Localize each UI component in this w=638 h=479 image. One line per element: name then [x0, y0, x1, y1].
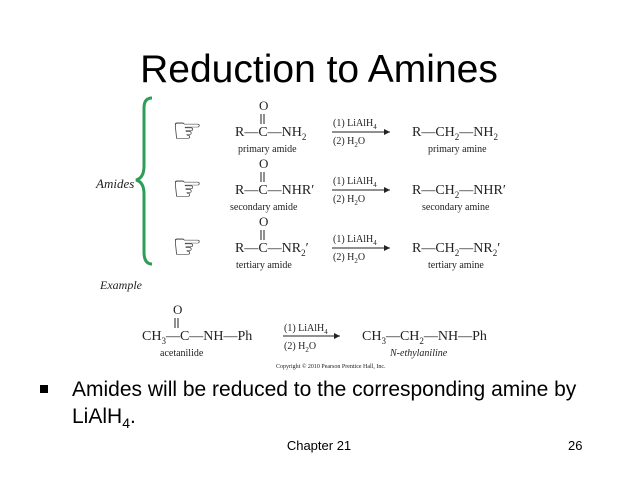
bullet-text: Amides will be reduced to the correspond… [72, 378, 577, 432]
reaction-row-tertiary: ☞ O R—C—NR2′ tertiary amide (1) LiAlH4 (… [172, 214, 500, 271]
reagent-lialh4: (1) LiAlH4 [333, 118, 377, 131]
example-label: Example [99, 278, 143, 292]
secondary-amide-formula: R—C—NHR′ [235, 183, 314, 198]
square-bullet-icon [40, 385, 48, 393]
hand-pointer-icon: ☞ [172, 229, 202, 266]
tertiary-amine-name: tertiary amine [428, 260, 484, 271]
reagent-water: (2) H2O [333, 252, 365, 265]
carbonyl-oxygen: O [259, 98, 268, 113]
carbonyl-oxygen: O [259, 214, 268, 229]
secondary-amine-formula: R—CH2—NHR′ [412, 183, 506, 200]
acetanilide-formula: CH3—C—NH—Ph [142, 329, 252, 346]
hand-pointer-icon: ☞ [172, 113, 202, 150]
hand-pointer-icon: ☞ [172, 171, 202, 208]
n-ethylaniline-name: N-ethylaniline [389, 348, 448, 359]
primary-amide-name: primary amide [238, 144, 297, 155]
reagent-lialh4: (1) LiAlH4 [333, 176, 377, 189]
footer-chapter: Chapter 21 [286, 438, 352, 453]
tertiary-amine-formula: R—CH2—NR2′ [412, 241, 500, 258]
primary-amine-formula: R—CH2—NH2 [412, 125, 498, 142]
secondary-amine-name: secondary amine [422, 202, 490, 213]
reagent-water: (2) H2O [284, 341, 316, 354]
example-reaction: O CH3—C—NH—Ph acetanilide (1) LiAlH4 (2)… [142, 302, 487, 359]
carbonyl-oxygen: O [259, 156, 268, 171]
tertiary-amide-formula: R—C—NR2′ [235, 241, 309, 258]
reagent-water: (2) H2O [333, 194, 365, 207]
carbonyl-oxygen: O [173, 302, 182, 317]
reaction-row-secondary: ☞ O R—C—NHR′ secondary amide (1) LiAlH4 … [172, 156, 506, 213]
reaction-row-primary: ☞ O R—C—NH2 primary amide (1) LiAlH4 (2)… [172, 98, 498, 155]
n-ethylaniline-formula: CH3—CH2—NH—Ph [362, 329, 487, 346]
reagent-lialh4: (1) LiAlH4 [333, 234, 377, 247]
acetanilide-name: acetanilide [160, 348, 204, 359]
amides-label: Amides [95, 176, 134, 191]
primary-amide-formula: R—C—NH2 [235, 125, 306, 142]
reaction-figure: Amides ☞ O R—C—NH2 primary amide (1) LiA… [95, 96, 506, 370]
tertiary-amide-name: tertiary amide [236, 260, 292, 271]
secondary-amide-name: secondary amide [230, 202, 298, 213]
page-number: 26 [568, 438, 583, 453]
reagent-lialh4: (1) LiAlH4 [284, 323, 328, 336]
amides-brace [135, 96, 153, 266]
copyright-notice: Copyright © 2010 Pearson Prentice Hall, … [276, 363, 386, 370]
slide-title: Reduction to Amines [140, 48, 498, 91]
reagent-water: (2) H2O [333, 136, 365, 149]
primary-amine-name: primary amine [428, 144, 487, 155]
